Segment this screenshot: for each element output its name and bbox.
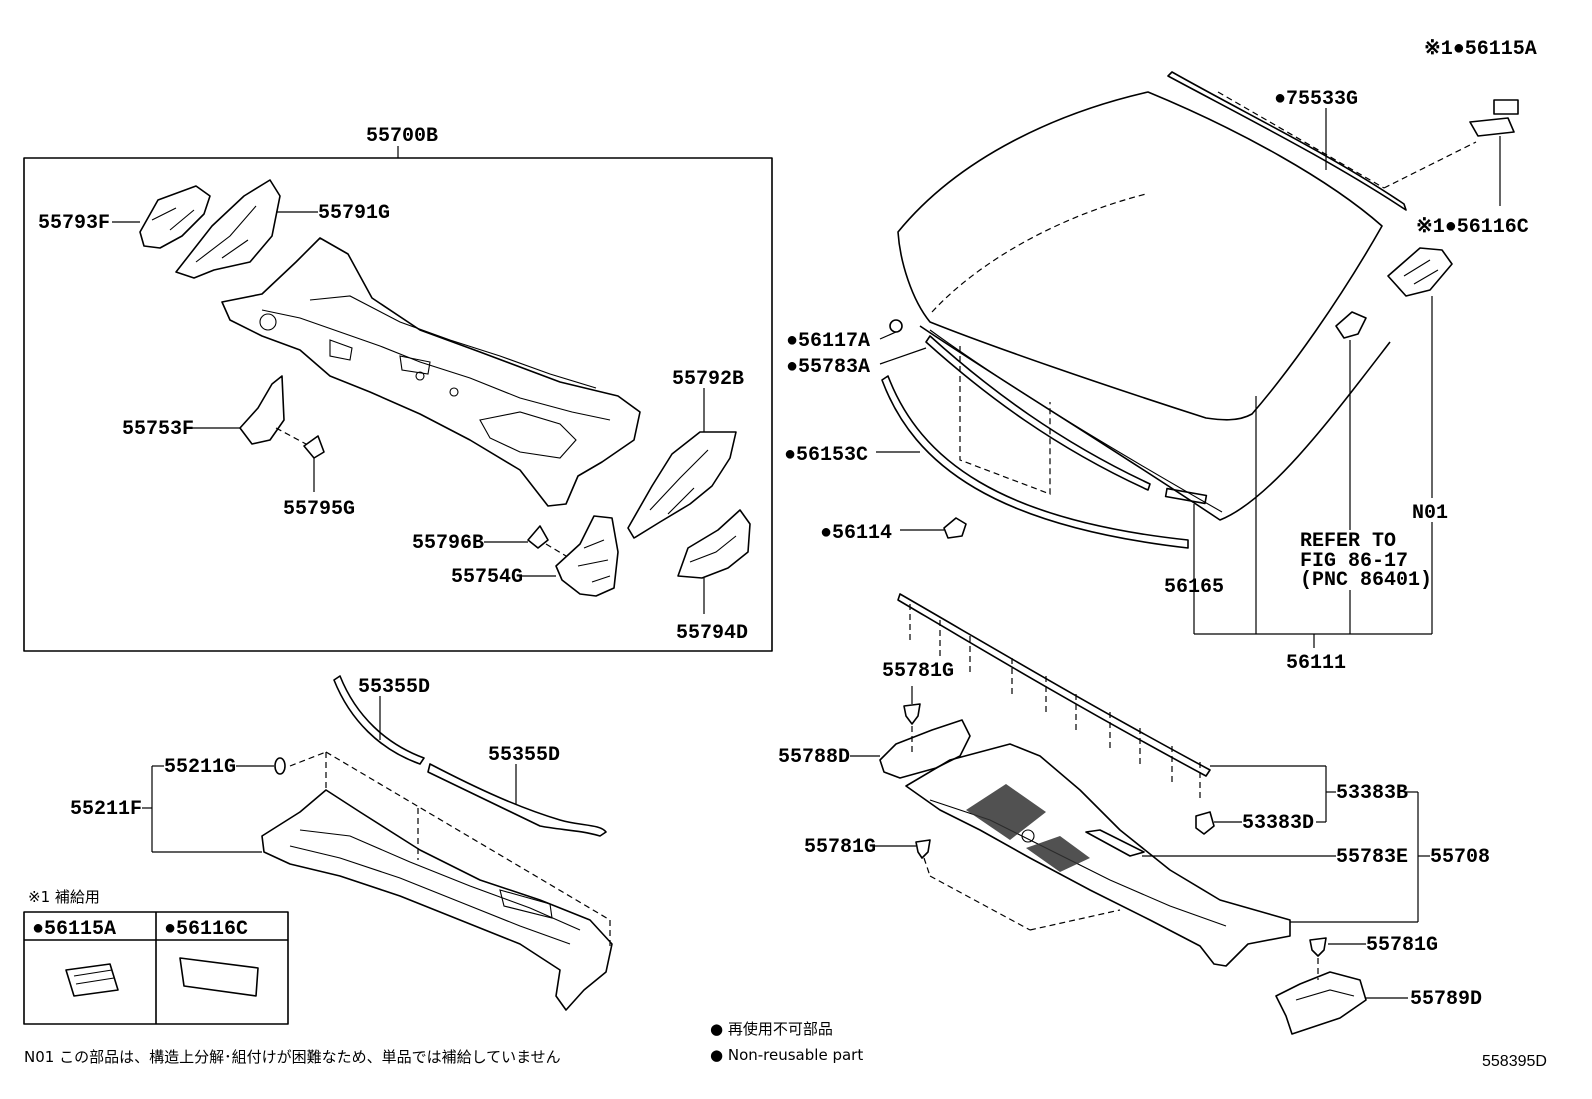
label-55794D: 55794D [676,622,748,645]
label-55781G-b: 55781G [804,836,876,859]
label-55781G-a: 55781G [882,660,954,683]
windshield-glass [897,91,1383,421]
label-56115A-top: ※1●56115A [1424,38,1537,61]
part-55796B: 55796B [412,525,567,557]
assembly-55700B: 55700B 55793F 55791G [23,125,773,652]
legend-en: ● Non-reusable part [710,1046,863,1064]
label-55793F: 55793F [38,212,110,235]
seal-55355D-a [333,675,425,765]
cowl-55211F [261,789,613,1011]
bracket-56116C [1387,247,1453,297]
label-56116C-top: ※1●56116C [1416,216,1529,239]
part-55792B: 55792B [627,368,744,539]
label-55781G-c: 55781G [1366,934,1438,957]
supply-col2-label: ●56116C [164,918,248,941]
label-53383B: 53383B [1336,782,1408,805]
label-55211F: 55211F [70,798,142,821]
part-55793F: 55793F [38,185,211,249]
label-55708: 55708 [1430,846,1490,869]
supply-box-title: ※1 補給用 [28,888,100,906]
label-55795G: 55795G [283,498,355,521]
seal-55355D-b [427,763,607,837]
label-55789D: 55789D [1410,988,1482,1011]
label-55783A: ●55783A [786,356,870,379]
label-55753F: 55753F [122,418,194,441]
part-55795G: 55795G [283,435,355,521]
label-55796B: 55796B [412,532,484,555]
label-55355D-b: 55355D [488,744,560,767]
footnote: N01 この部品は、構造上分解･組付けが困難なため、単品では補給していません [24,1048,561,1066]
assembly-box-label: 55700B [366,125,438,148]
refer-line-2: FIG 86-17 [1300,550,1408,573]
clip-56115A [1493,99,1519,115]
cover-55789D [1275,971,1367,1035]
part-55794D: 55794D [676,509,751,645]
refer-line-1: REFER TO [1300,530,1396,553]
part-cowl-panel [221,237,641,507]
label-56111: 56111 [1286,652,1346,675]
part-55791G: 55791G [175,179,390,279]
lower-right-group: 53383B 53383D 55781G 55788D 55781G 5578 [778,593,1490,1035]
supply-col1-label: ●56115A [32,918,116,941]
label-55792B: 55792B [672,368,744,391]
label-55788D: 55788D [778,746,850,769]
label-55211G: 55211G [164,756,236,779]
label-56153C: ●56153C [784,444,868,467]
part-55753F: 55753F [122,375,307,445]
label-55783E: 55783E [1336,846,1408,869]
refer-line-3: (PNC 86401) [1300,569,1432,592]
label-75533G: ●75533G [1274,88,1358,111]
diagram-code: 558395D [1482,1053,1547,1070]
part-55754G: 55754G [451,515,619,597]
legend-jp: ● 再使用不可部品 [710,1020,833,1038]
supply-box: ※1 補給用 ●56115A ●56116C [23,888,289,1025]
label-56114: ●56114 [820,522,892,545]
windshield-group: ●75533G ※1●56115A ※1●56116C ●56117A ●557… [784,38,1537,675]
label-56117A: ●56117A [786,330,870,353]
label-55754G: 55754G [451,566,523,589]
label-55355D-a: 55355D [358,676,430,699]
label-N01: N01 [1412,502,1448,525]
label-56165: 56165 [1164,576,1224,599]
lower-left-group: 55355D 55355D 55211G 55211F [70,675,613,1011]
cowl-top-55708 [905,743,1291,967]
label-55791G: 55791G [318,202,390,225]
label-53383D: 53383D [1242,812,1314,835]
